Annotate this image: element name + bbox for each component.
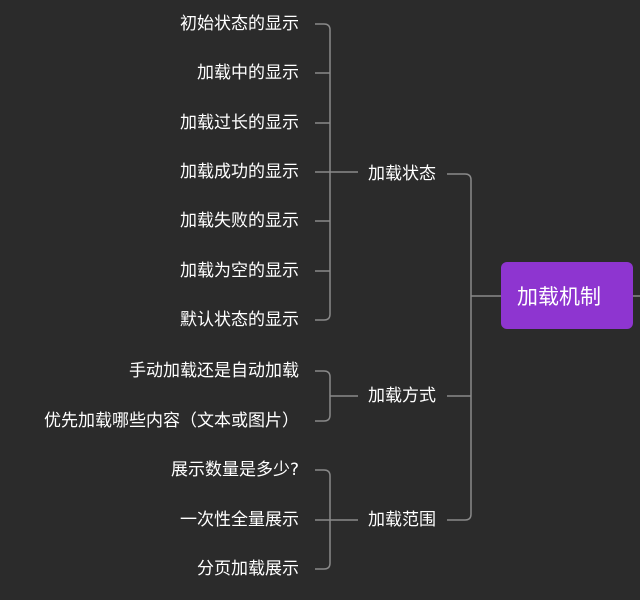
leaf-node[interactable]: 加载失败的显示	[180, 211, 299, 231]
leaf-connector	[315, 370, 331, 422]
leaf-node[interactable]: 加载为空的显示	[180, 261, 299, 281]
root-connector	[447, 173, 472, 521]
leaf-node[interactable]: 一次性全量展示	[180, 510, 299, 530]
leaf-node[interactable]: 分页加载展示	[197, 559, 299, 579]
leaf-node[interactable]: 优先加载哪些内容（文本或图片）	[44, 411, 299, 431]
branch-node-loading-scope[interactable]: 加载范围	[368, 510, 436, 530]
root-label: 加载机制	[517, 284, 601, 309]
leaf-node[interactable]: 初始状态的显示	[180, 14, 299, 34]
leaf-node[interactable]: 加载成功的显示	[180, 162, 299, 182]
leaf-node[interactable]: 加载过长的显示	[180, 113, 299, 133]
leaf-node[interactable]: 加载中的显示	[197, 63, 299, 83]
leaf-node[interactable]: 默认状态的显示	[180, 310, 299, 330]
branch-node-loading-method[interactable]: 加载方式	[368, 386, 436, 406]
branch-node-loading-state[interactable]: 加载状态	[368, 164, 436, 184]
leaf-node[interactable]: 手动加载还是自动加载	[129, 361, 299, 381]
leaf-node[interactable]: 展示数量是多少?	[170, 460, 299, 480]
root-node[interactable]: 加载机制	[501, 262, 633, 329]
